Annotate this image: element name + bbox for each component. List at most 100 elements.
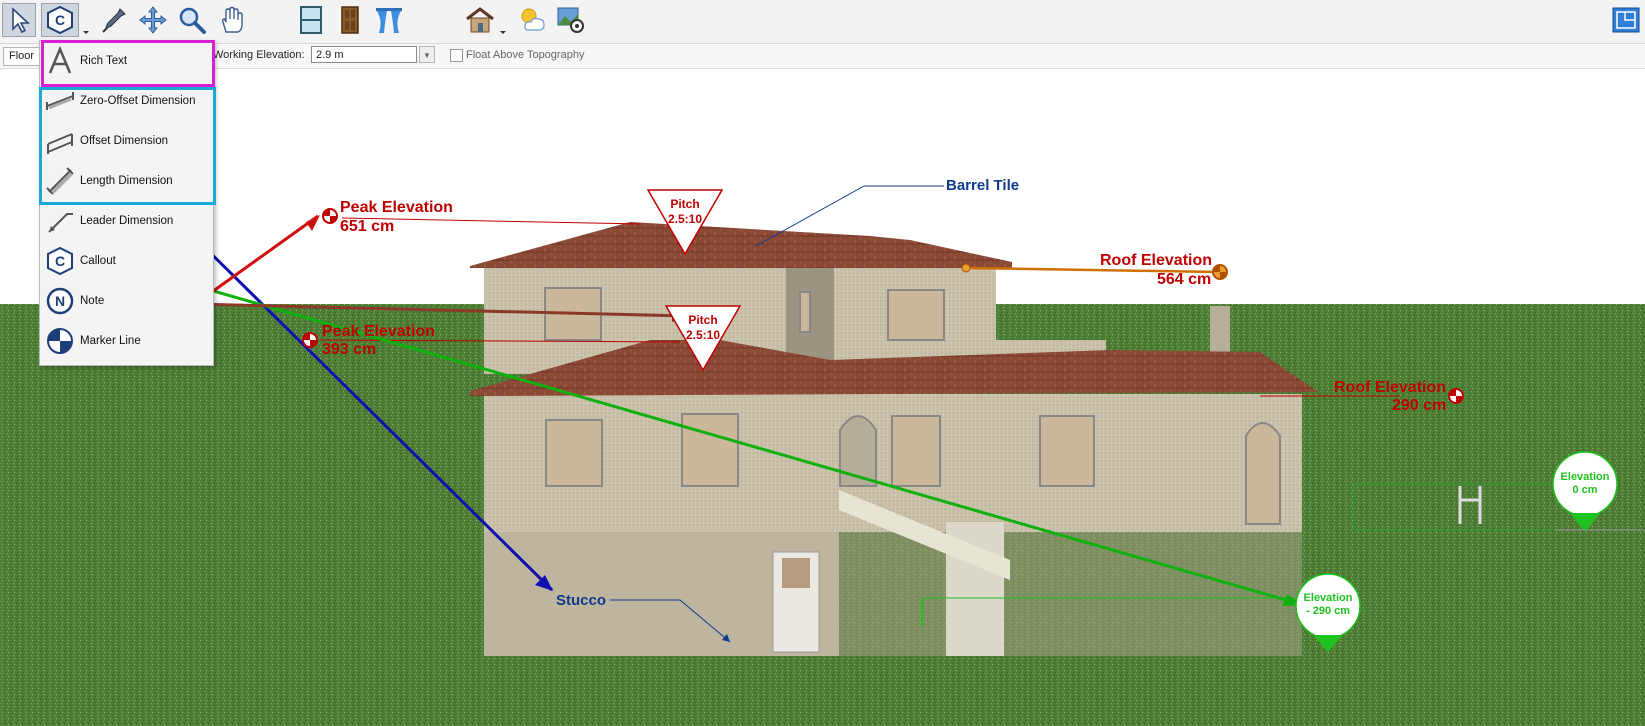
barrel-tile-label: Barrel Tile (946, 177, 1020, 194)
menu-item-label: Callout (80, 255, 116, 267)
elevation-right-title: Elevation (1560, 471, 1610, 483)
window-icon (300, 6, 322, 34)
note-icon: N (44, 285, 76, 317)
pan-icon (139, 6, 167, 34)
eyedropper-button[interactable] (97, 3, 131, 37)
floor-select[interactable]: Floor (3, 47, 46, 66)
pitch-mid-value: 2.5:10 (685, 328, 721, 342)
door-glass (782, 558, 810, 588)
roof-elevation-low-title: Roof Elevation (1334, 379, 1447, 396)
window (887, 289, 945, 341)
arched-opening (1245, 422, 1281, 525)
length-dimension-icon (44, 165, 76, 197)
working-elevation-input[interactable]: 2.9 m (311, 46, 417, 63)
lower-roof (470, 340, 1318, 396)
window (891, 415, 941, 487)
svg-text:N: N (55, 293, 65, 309)
offset-dimension-icon (44, 125, 76, 157)
curtain-icon (376, 8, 402, 33)
callout-icon: C (44, 245, 76, 277)
hand-icon (222, 6, 243, 33)
elevation-right-value: 0 cm (1572, 484, 1598, 496)
menu-item-offset-dimension[interactable]: Offset Dimension (40, 123, 213, 159)
image-settings-button[interactable] (554, 3, 588, 37)
svg-text:C: C (55, 253, 65, 269)
chimney (1210, 306, 1230, 366)
callout-tool-button[interactable]: C (41, 3, 79, 37)
elevation-low-title: Elevation (1303, 592, 1353, 604)
callout-icon: C (47, 5, 73, 35)
upper-roof (470, 222, 1012, 268)
rich-text-icon (44, 45, 76, 77)
working-elevation-dropdown[interactable]: ▼ (419, 46, 435, 63)
zero-offset-dimension-icon (44, 85, 76, 117)
roof-elevation-top-value: 564 cm (1157, 271, 1212, 288)
house-dropdown-arrow[interactable] (498, 3, 508, 37)
marker-line-icons (302, 208, 1464, 404)
zoom-button[interactable] (175, 3, 209, 37)
pitch-markers (646, 189, 742, 372)
exterior-stairs (839, 490, 1010, 580)
peak-elevation-mid-value: 393 cm (322, 341, 377, 358)
select-objects-button[interactable] (2, 3, 36, 37)
callout-dropdown-arrow[interactable] (80, 3, 92, 37)
hand-button[interactable] (214, 3, 248, 37)
house-button[interactable] (463, 3, 497, 37)
menu-item-length-dimension[interactable]: Length Dimension (40, 163, 213, 199)
menu-item-label: Leader Dimension (80, 215, 174, 227)
window (799, 291, 811, 333)
eyedropper-icon (102, 8, 126, 33)
pool-ladder (1458, 486, 1482, 524)
svg-text:C: C (55, 12, 65, 28)
working-elevation-label: Working Elevation: (213, 49, 305, 61)
menu-item-note[interactable]: N Note (40, 283, 213, 319)
float-above-topography-label: Float Above Topography (466, 49, 585, 61)
menu-item-label: Note (80, 295, 105, 307)
roof-elevation-low-value: 290 cm (1392, 397, 1447, 414)
image-settings-icon (557, 7, 584, 33)
floor-label: Floor (9, 50, 35, 62)
chevron-down-icon (83, 31, 89, 34)
window-button[interactable] (294, 3, 328, 37)
elevation-view-canvas[interactable] (0, 69, 1645, 726)
roof-elevation-top-title: Roof Elevation (1100, 252, 1213, 269)
door-icon (341, 6, 359, 34)
house-icon (466, 7, 494, 33)
window (545, 419, 603, 487)
select-objects-icon (12, 7, 31, 34)
text-tools-dropdown-menu: Rich Text Zero-Offset Dimension Offset D… (39, 40, 214, 366)
zoom-icon (179, 7, 206, 34)
menu-item-leader-dimension[interactable]: Leader Dimension (40, 203, 213, 239)
plan-view-button[interactable] (1609, 3, 1643, 37)
stucco-label: Stucco (556, 592, 607, 609)
menu-item-label: Rich Text (80, 55, 128, 67)
chevron-down-icon: ▼ (423, 51, 431, 60)
menu-item-label: Marker Line (80, 335, 141, 347)
main-toolbar: C (0, 0, 1645, 44)
menu-item-label: Length Dimension (80, 175, 173, 187)
pitch-top-title: Pitch (670, 197, 700, 211)
menu-item-marker-line[interactable]: Marker Line (40, 323, 213, 359)
menu-item-callout[interactable]: C Callout (40, 243, 213, 279)
menu-item-rich-text[interactable]: Rich Text (40, 43, 213, 79)
elevation-low-value: - 290 cm (1305, 605, 1351, 617)
window (681, 413, 739, 487)
menu-item-zero-offset-dimension[interactable]: Zero-Offset Dimension (40, 83, 213, 119)
basement-wall-right (839, 532, 1302, 656)
peak-elevation-top-value: 651 cm (340, 218, 395, 235)
plan-view-icon (1612, 7, 1640, 33)
float-above-topography-checkbox[interactable] (450, 49, 463, 62)
pitch-mid-title: Pitch (688, 313, 718, 327)
peak-elevation-mid-title: Peak Elevation (322, 323, 435, 340)
marker-line-icon (44, 325, 76, 357)
pan-button[interactable] (136, 3, 170, 37)
options-bar: Floor Working Elevation: 2.9 m ▼ Float A… (0, 44, 1645, 69)
peak-elevation-top-title: Peak Elevation (340, 199, 453, 216)
house-model (470, 222, 1585, 656)
elevation-markers (1295, 451, 1645, 652)
weather-button[interactable] (515, 3, 549, 37)
curtain-button[interactable] (372, 3, 406, 37)
weather-icon (521, 8, 545, 31)
door-button[interactable] (333, 3, 367, 37)
chevron-down-icon (500, 31, 506, 34)
